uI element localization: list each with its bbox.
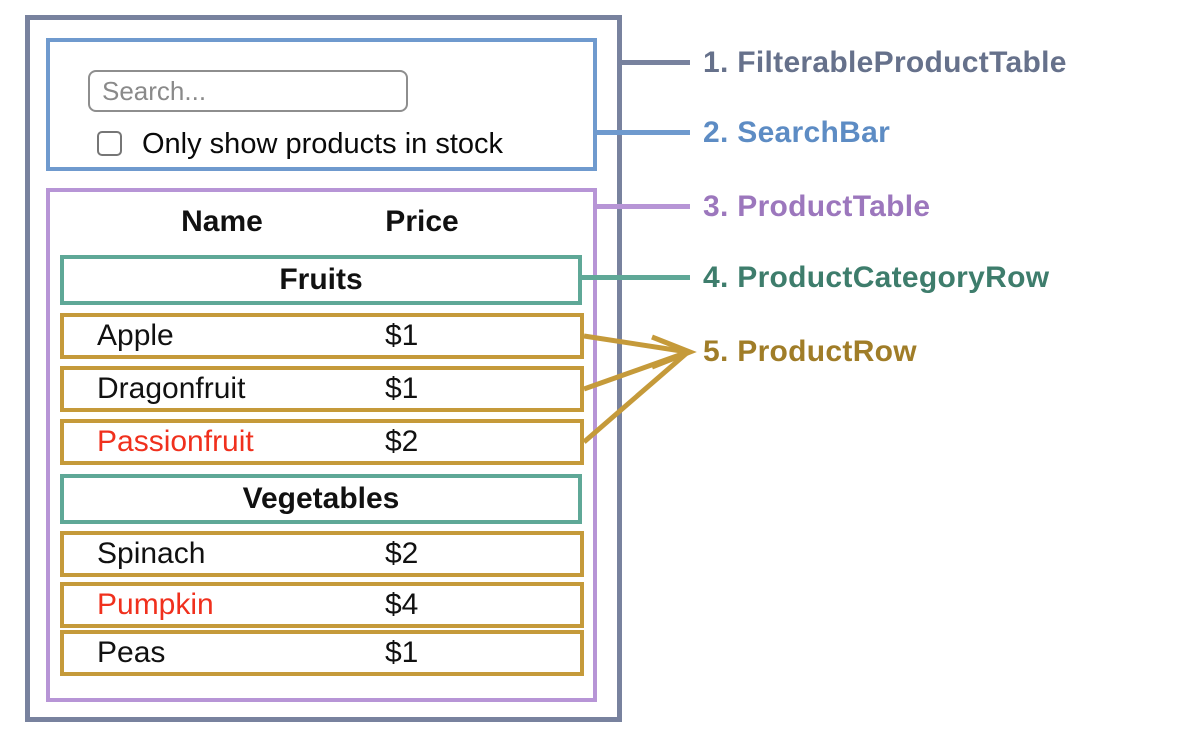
component-label: 2. SearchBar <box>703 116 891 149</box>
in-stock-checkbox[interactable] <box>97 131 122 156</box>
connector-line-product-table <box>597 204 690 209</box>
column-header-name: Name <box>181 205 263 238</box>
product-price: $1 <box>385 636 419 669</box>
product-name: Dragonfruit <box>97 372 246 405</box>
product-price: $1 <box>385 319 419 352</box>
component-label: 5. ProductRow <box>703 335 917 368</box>
component-label: 1. FilterableProductTable <box>703 46 1067 79</box>
product-row: Spinach $2 <box>60 531 584 577</box>
product-price: $4 <box>385 588 419 621</box>
filterable-product-table-box: Only show products in stock Name Price F… <box>25 15 622 722</box>
product-row: Passionfruit $2 <box>60 419 584 465</box>
product-price: $1 <box>385 372 419 405</box>
in-stock-checkbox-label: Only show products in stock <box>142 128 504 160</box>
component-label: 3. ProductTable <box>703 190 931 223</box>
product-price: $2 <box>385 425 419 458</box>
product-row: Apple $1 <box>60 313 584 359</box>
connector-line-product-category-row <box>582 275 690 280</box>
product-name: Apple <box>97 319 174 352</box>
product-name: Passionfruit <box>97 425 254 458</box>
connector-line-search-bar <box>597 130 690 135</box>
product-price: $2 <box>385 537 419 570</box>
product-row: Peas $1 <box>60 630 584 676</box>
product-category-row: Fruits <box>60 255 582 305</box>
product-name: Pumpkin <box>97 588 214 621</box>
product-name: Peas <box>97 636 166 669</box>
product-row: Dragonfruit $1 <box>60 366 584 412</box>
connector-line-filterable-product-table <box>622 60 690 65</box>
product-category-row: Vegetables <box>60 474 582 524</box>
search-input[interactable] <box>88 70 408 112</box>
component-label: 4. ProductCategoryRow <box>703 261 1050 294</box>
search-bar-box: Only show products in stock <box>46 38 597 171</box>
product-row: Pumpkin $4 <box>60 582 584 628</box>
product-name: Spinach <box>97 537 206 570</box>
column-header-price: Price <box>385 205 459 238</box>
